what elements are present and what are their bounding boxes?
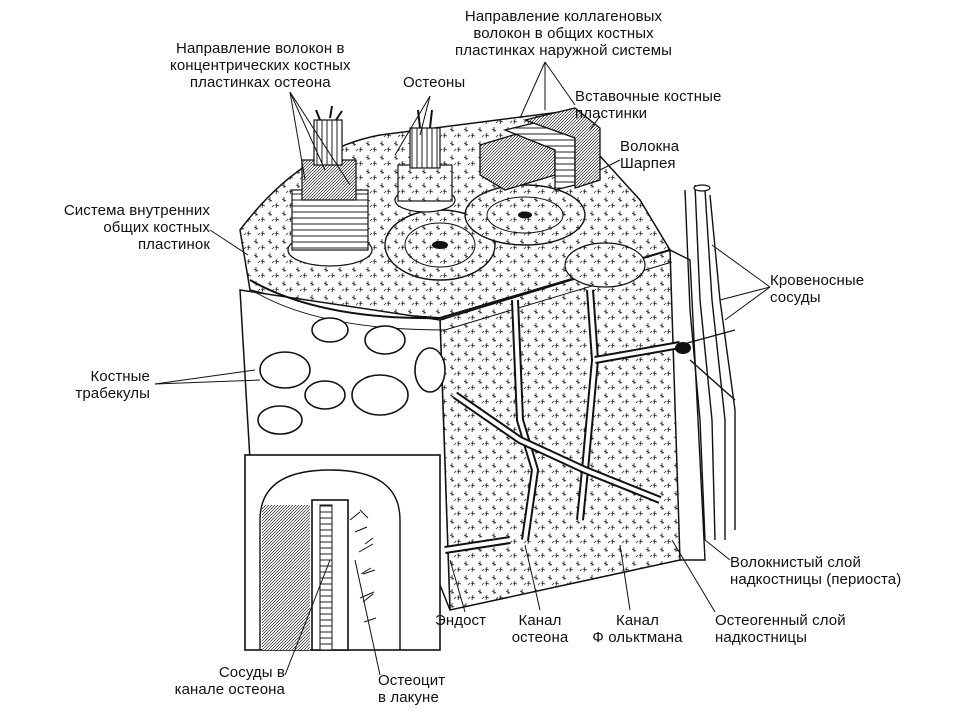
label-osteogenic-layer: Остеогенный слой надкостницы <box>715 612 846 646</box>
protruding-osteon-center <box>394 109 456 213</box>
label-trabeculae: Костные трабекулы <box>75 368 150 402</box>
label-osteon-canal: Канал остеона <box>511 612 569 646</box>
inset-osteon-detail <box>244 454 441 651</box>
label-blood-vessels: Кровеносные сосуды <box>770 272 865 306</box>
interstitial-lamellae-blocks <box>479 107 601 191</box>
leader-lines <box>154 61 771 676</box>
osteon-top-ellipses <box>384 184 646 288</box>
trabeculae-holes <box>257 317 446 435</box>
label-sharpey: Волокна Шарпея <box>620 138 680 172</box>
label-interstitial: Вставочные костные пластинки <box>575 88 722 122</box>
label-endosteum: Эндост <box>435 612 487 629</box>
label-volkmann-canal: Канал Ф ольктмана <box>592 612 683 646</box>
haversian-canals <box>444 289 681 554</box>
protruding-osteon-left <box>287 105 373 267</box>
label-osteons: Остеоны <box>403 74 466 91</box>
periosteum-and-vessels <box>669 184 736 561</box>
label-fiber-concentric: Направление волокон в концентрических ко… <box>170 40 351 91</box>
label-inner-system: Система внутренних общих костных пластин… <box>63 202 210 253</box>
label-osteocyte: Остеоцит в лакуне <box>378 672 446 706</box>
label-collagen-outer: Направление коллагеновых волокон в общих… <box>455 8 673 59</box>
label-vessels-in-canal: Сосуды в канале остеона <box>174 664 285 698</box>
label-fibrous-periosteum: Волокнистый слой надкостницы (периоста) <box>730 554 902 588</box>
